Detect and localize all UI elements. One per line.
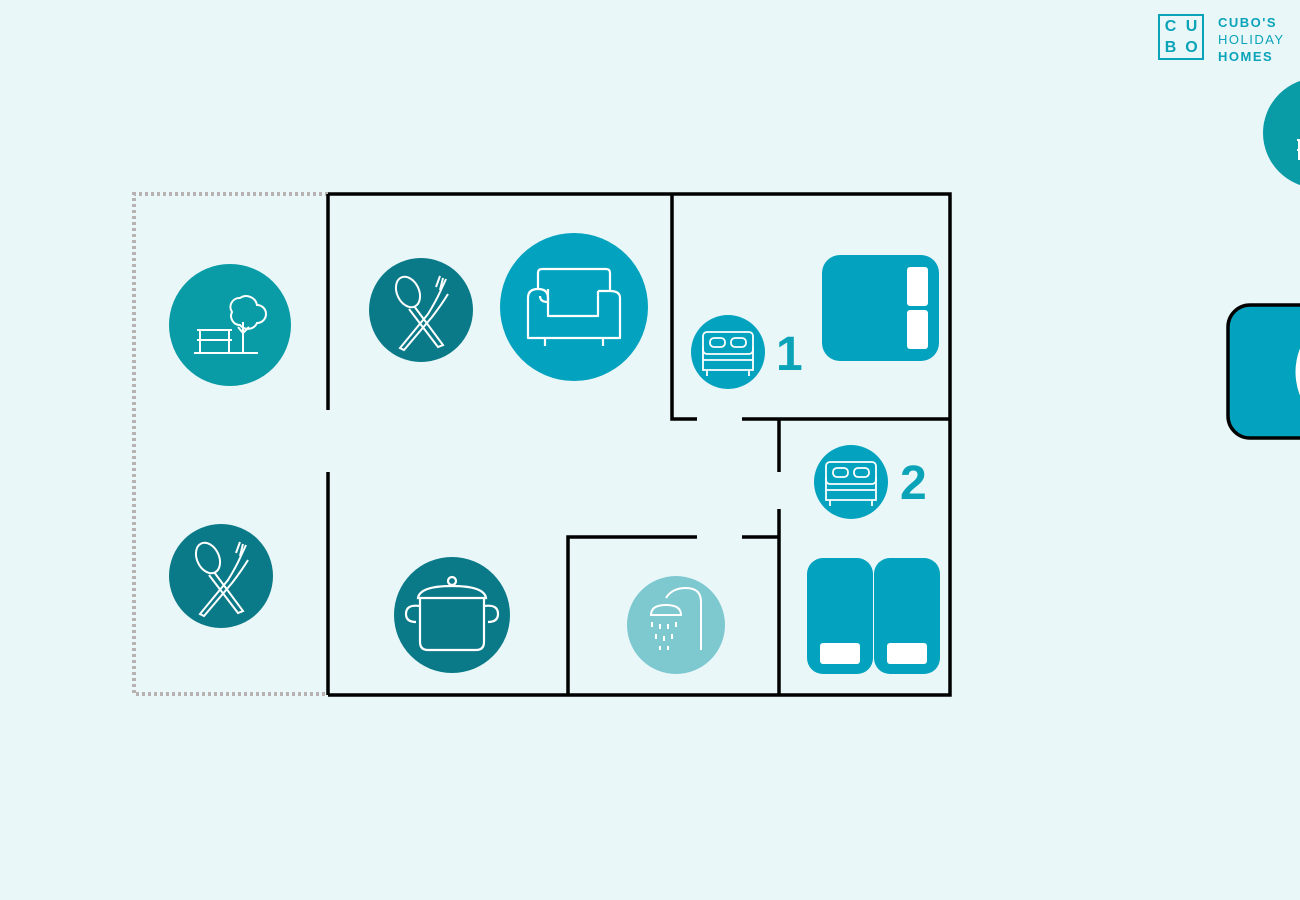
logo-letter: B	[1164, 39, 1177, 56]
logo-wordmark: CUBO'S HOLIDAY HOMES	[1218, 14, 1285, 65]
bedroom-number: 1	[776, 328, 803, 381]
brand-logo: C U B O CUBO'S HOLIDAY HOMES	[1158, 14, 1300, 66]
dining-icon	[369, 258, 473, 362]
walls	[326, 192, 952, 697]
terrace-boundary	[132, 192, 328, 696]
bed-icon	[691, 315, 765, 389]
single-beds-icon	[822, 255, 939, 361]
logo-letter: C	[1164, 18, 1177, 35]
shower-icon	[627, 576, 725, 674]
cropped-bed-icon	[1295, 349, 1300, 395]
logo-line-2: HOLIDAY	[1218, 32, 1285, 47]
logo-letter: O	[1185, 39, 1198, 56]
logo-letter: U	[1185, 18, 1198, 35]
dining-icon	[169, 524, 273, 628]
cropped-bed-icon	[1226, 303, 1300, 440]
double-bed-icon	[807, 558, 940, 674]
bed-icon	[814, 445, 888, 519]
sofa-icon	[500, 233, 648, 381]
bedroom-number: 2	[900, 457, 927, 510]
kitchen-pot-icon	[394, 557, 510, 673]
cropped-icon	[1297, 139, 1300, 160]
logo-mark: C U B O	[1158, 14, 1204, 60]
logo-line-3: HOMES	[1218, 49, 1274, 64]
logo-line-1: CUBO'S	[1218, 15, 1278, 30]
garden-icon	[169, 264, 291, 386]
cropped-icon	[1263, 81, 1300, 185]
